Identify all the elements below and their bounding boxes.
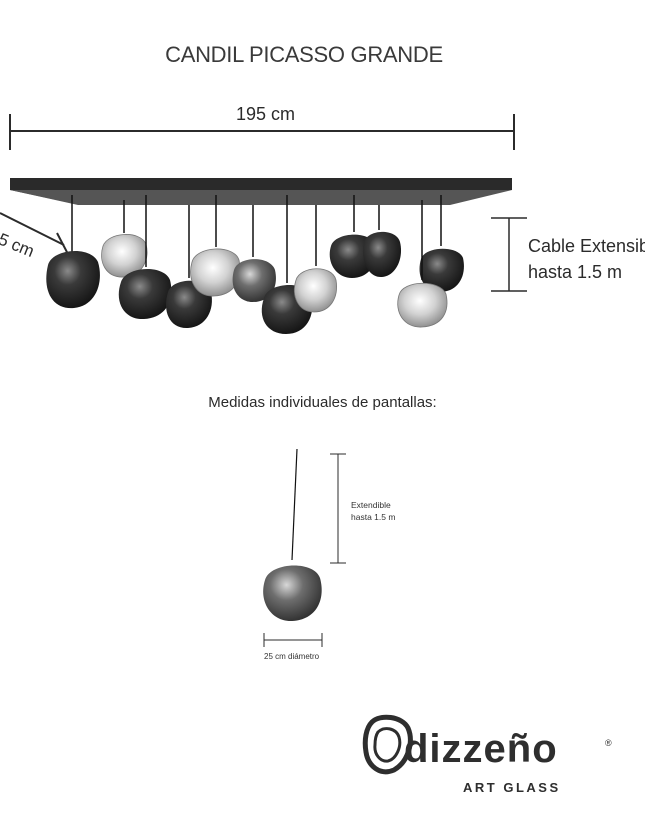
brand-logo-icon — [362, 714, 413, 775]
diameter-label: 25 cm diámetro — [264, 652, 320, 661]
product-title: CANDIL PICASSO GRANDE — [165, 42, 443, 67]
cable-label-line2: hasta 1.5 m — [528, 262, 623, 282]
pendant-2 — [101, 200, 148, 278]
single-pendant — [263, 448, 322, 622]
individual-measures-label: Medidas individuales de pantallas: — [208, 394, 437, 411]
cable-label-line1: Cable Extensible — [528, 236, 645, 256]
brand-name: dizzeño — [404, 727, 558, 771]
width-label: 195 cm — [236, 104, 296, 124]
pendant-3 — [118, 195, 172, 320]
extendible-label-line2: hasta 1.5 m — [351, 512, 396, 522]
extendible-label-line1: Extendible — [351, 500, 391, 510]
width-dimension — [9, 114, 515, 150]
pendant-12 — [397, 200, 448, 328]
pendant-5 — [190, 195, 241, 297]
pendant-6 — [232, 205, 276, 302]
registered-mark: ® — [605, 738, 612, 748]
cable-label: Cable Extensible hasta 1.5 m — [528, 233, 645, 285]
extendible-label: Extendible hasta 1.5 m — [351, 499, 395, 523]
brand-tagline: ART GLASS — [463, 780, 561, 795]
pendant-11 — [419, 195, 464, 292]
pendant-10 — [362, 205, 402, 278]
cable-dimension — [491, 217, 527, 292]
pendant-1 — [46, 195, 100, 309]
pendant-8 — [294, 205, 337, 313]
canopy-plate — [10, 178, 512, 205]
diameter-dimension — [263, 633, 323, 647]
extendible-dimension — [330, 453, 346, 564]
